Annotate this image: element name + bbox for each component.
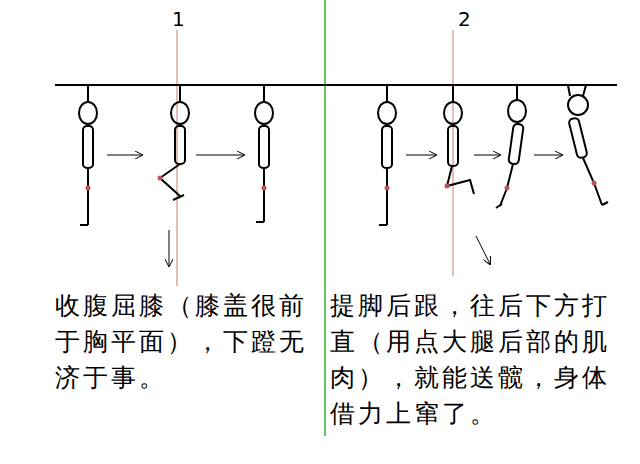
divider-line [324,0,326,436]
pull-up-bar [55,84,617,86]
reference-line [453,30,454,276]
reference-line [177,30,178,286]
caption-note: 收腹屈膝（膝盖很前于胸平面），下蹬无济于事。 [55,288,327,396]
caption-note: 提脚后跟，往后下方打直（用点大腿后部的肌肉），就能送髋，身体借力上窜了。 [330,288,622,432]
panel-number: 2 [458,8,471,30]
panel-number: 1 [172,8,185,30]
knee-dots [86,176,597,191]
stick-figures [79,85,608,225]
sequence-arrows [107,155,562,266]
